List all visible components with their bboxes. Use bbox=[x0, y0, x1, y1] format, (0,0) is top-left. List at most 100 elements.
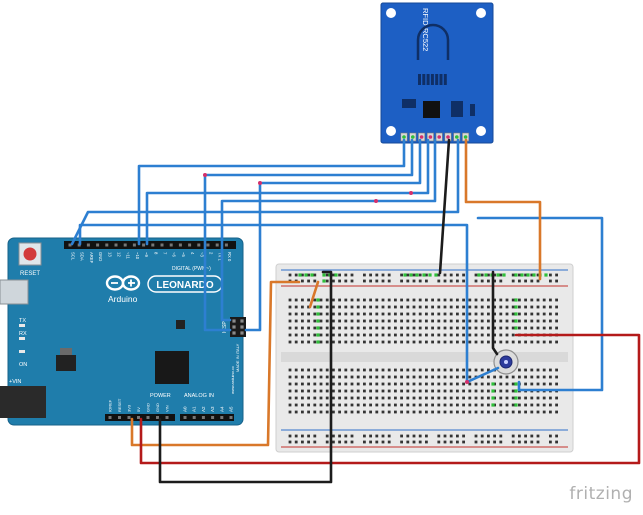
regulator-tab bbox=[60, 348, 72, 355]
breadboard-hole bbox=[437, 403, 441, 407]
breadboard-hole bbox=[394, 389, 397, 393]
breadboard-hole bbox=[350, 340, 354, 344]
breadboard-hole bbox=[381, 340, 385, 344]
header-pin bbox=[105, 243, 109, 247]
rfid-header-pins bbox=[400, 132, 470, 142]
breadboard-hole bbox=[319, 368, 323, 372]
rfid-pin-connection bbox=[455, 135, 459, 139]
breadboard-hole bbox=[375, 410, 379, 414]
potentiometer[interactable] bbox=[493, 349, 519, 375]
breadboard-hole bbox=[480, 375, 484, 379]
breadboard-hole bbox=[530, 368, 534, 372]
breadboard-hole bbox=[536, 410, 540, 414]
breadboard-hole bbox=[418, 396, 422, 400]
breadboard-hole bbox=[406, 333, 410, 337]
breadboard-hole bbox=[344, 298, 348, 302]
breadboard-hole bbox=[313, 368, 317, 372]
rail-hole bbox=[332, 273, 335, 277]
breadboard-hole bbox=[325, 375, 329, 379]
breadboard-hole bbox=[325, 326, 329, 330]
breadboard-hole bbox=[294, 375, 298, 379]
breadboard-hole bbox=[530, 319, 534, 323]
breadboard-hole bbox=[468, 333, 472, 337]
breadboard-hole bbox=[555, 410, 558, 414]
connected-hole bbox=[310, 273, 314, 277]
antenna-pad bbox=[439, 74, 443, 85]
rfid-pin-connection bbox=[437, 135, 442, 139]
breadboard-hole bbox=[443, 319, 447, 323]
breadboard-hole bbox=[369, 312, 372, 316]
rx-label: RX bbox=[19, 331, 27, 337]
breadboard-hole bbox=[499, 312, 503, 316]
breadboard-hole bbox=[325, 305, 329, 309]
breadboard-hole bbox=[313, 396, 317, 400]
breadboard-hole bbox=[319, 403, 323, 407]
breadboard-hole bbox=[499, 298, 503, 302]
breadboard-hole bbox=[449, 382, 453, 386]
fritzing-watermark: fritzing bbox=[569, 484, 633, 504]
analog-pin bbox=[229, 416, 233, 419]
rail-hole bbox=[344, 434, 348, 438]
connected-hole bbox=[316, 333, 320, 337]
wire-blue bbox=[465, 366, 500, 384]
breadboard-hole bbox=[518, 410, 521, 414]
breadboard-hole bbox=[369, 298, 372, 302]
reset-button-cap[interactable] bbox=[23, 247, 37, 261]
breadboard-hole bbox=[555, 298, 558, 302]
breadboard-hole bbox=[301, 326, 304, 330]
breadboard-hole bbox=[294, 389, 298, 393]
breadboard-hole bbox=[418, 298, 422, 302]
breadboard-hole bbox=[369, 410, 372, 414]
breadboard-hole bbox=[294, 319, 298, 323]
header-pin bbox=[86, 243, 90, 247]
breadboard-hole bbox=[499, 319, 503, 323]
on-led bbox=[19, 350, 25, 353]
breadboard-hole bbox=[369, 340, 372, 344]
breadboard-hole bbox=[369, 326, 372, 330]
breadboard-hole bbox=[555, 382, 558, 386]
power-pin-label: 3V3 bbox=[127, 404, 132, 412]
rail-hole bbox=[555, 440, 558, 444]
breadboard-hole bbox=[288, 396, 292, 400]
breadboard-hole bbox=[319, 305, 323, 309]
header-pin bbox=[224, 243, 228, 247]
breadboard-hole bbox=[313, 389, 317, 393]
breadboard-hole bbox=[449, 340, 453, 344]
rail-hole bbox=[363, 273, 366, 277]
breadboard-hole bbox=[499, 410, 503, 414]
rail-hole bbox=[511, 440, 515, 444]
rail-hole bbox=[462, 440, 465, 444]
breadboard-hole bbox=[375, 326, 379, 330]
breadboard-hole bbox=[542, 298, 546, 302]
rail-hole bbox=[313, 279, 317, 283]
breadboard-hole bbox=[418, 305, 422, 309]
connected-hole bbox=[514, 403, 518, 407]
breadboard-hole bbox=[549, 298, 552, 302]
icsp-pin bbox=[240, 319, 244, 323]
connected-hole bbox=[322, 273, 326, 277]
rail-hole bbox=[480, 440, 484, 444]
rail-hole bbox=[456, 279, 459, 283]
analog-pin bbox=[201, 416, 205, 419]
breadboard-hole bbox=[493, 319, 496, 323]
digital-pin-label: ~6 bbox=[172, 252, 177, 257]
breadboard-hole bbox=[387, 403, 391, 407]
breadboard-hole bbox=[437, 368, 441, 372]
breadboard-hole bbox=[493, 333, 496, 337]
breadboard-hole bbox=[375, 333, 379, 337]
breadboard-hole bbox=[456, 305, 459, 309]
breadboard-hole bbox=[412, 319, 416, 323]
rail-hole bbox=[375, 273, 379, 277]
breadboard-hole bbox=[505, 333, 509, 337]
breadboard-hole bbox=[332, 312, 335, 316]
breadboard-hole bbox=[456, 333, 459, 337]
breadboard-hole bbox=[332, 319, 335, 323]
breadboard-hole bbox=[524, 298, 527, 302]
breadboard-hole bbox=[511, 410, 515, 414]
connected-hole bbox=[514, 389, 518, 393]
rail-hole bbox=[363, 279, 366, 283]
breadboard-hole bbox=[412, 333, 416, 337]
breadboard-hole bbox=[449, 375, 453, 379]
